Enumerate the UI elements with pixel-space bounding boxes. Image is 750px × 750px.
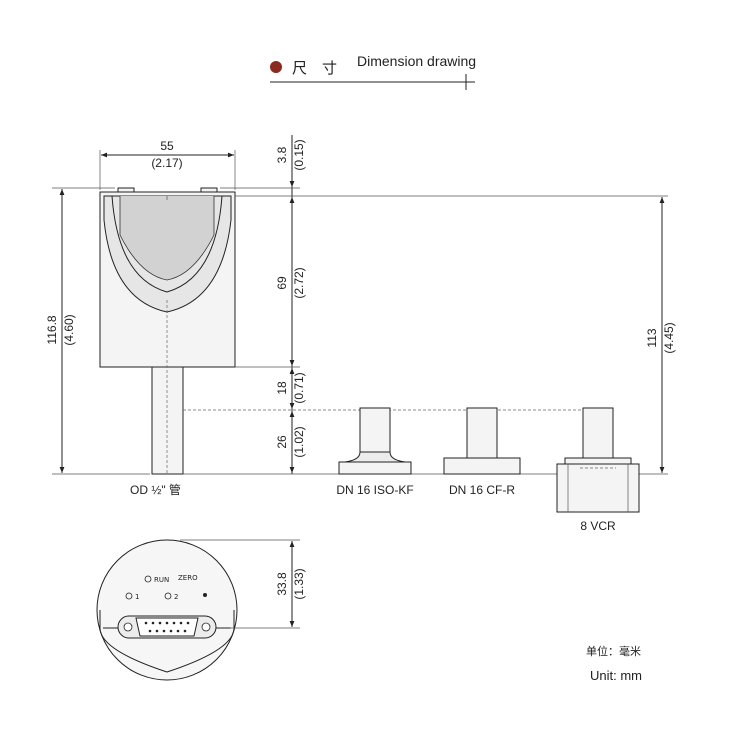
svg-text:55: 55	[160, 139, 174, 153]
svg-text:(2.17): (2.17)	[151, 156, 182, 170]
svg-text:ZERO: ZERO	[178, 574, 198, 582]
sensor-bottom-view: RUN ZERO 1 2 33.8 (1.33)	[96, 539, 306, 681]
bullet-icon	[270, 61, 282, 73]
svg-text:(0.15): (0.15)	[292, 139, 306, 170]
tube-fitting	[151, 366, 184, 475]
svg-text:1: 1	[135, 593, 139, 601]
zero-button-icon	[203, 593, 207, 597]
svg-text:69: 69	[275, 276, 289, 290]
svg-text:(0.71): (0.71)	[292, 372, 306, 403]
header-en-title: Dimension drawing	[357, 53, 476, 69]
overall-height-dimension: 113 (4.45)	[645, 197, 676, 473]
header: 尺 寸 Dimension drawing	[270, 53, 476, 90]
bottom-outline	[96, 539, 238, 681]
total-height-dimension: 116.8 (4.60)	[45, 187, 150, 475]
svg-text:RUN: RUN	[154, 576, 169, 584]
label-vcr: 8 VCR	[580, 519, 616, 533]
svg-text:18: 18	[275, 381, 289, 395]
label-cf-r: DN 16 CF-R	[449, 483, 515, 497]
svg-text:113: 113	[645, 328, 659, 347]
sensor-side-view: OD ½" 管	[99, 187, 236, 497]
fitting-iso-kf: DN 16 ISO-KF	[336, 407, 414, 497]
svg-text:(4.45): (4.45)	[662, 322, 676, 353]
svg-text:2: 2	[174, 593, 178, 601]
svg-text:(2.72): (2.72)	[292, 267, 306, 298]
svg-text:116.8: 116.8	[45, 315, 59, 344]
header-cn-title: 尺 寸	[292, 60, 337, 77]
svg-text:26: 26	[275, 435, 289, 449]
fitting-vcr: 8 VCR	[556, 407, 640, 533]
fitting-cf-r: DN 16 CF-R	[443, 407, 521, 497]
units-cn: 单位：毫米	[586, 644, 641, 658]
units-note: 单位：毫米 Unit: mm	[586, 644, 642, 683]
run-led-icon	[144, 575, 152, 583]
label-od-tube: OD ½" 管	[130, 482, 181, 497]
svg-text:(1.02): (1.02)	[292, 426, 306, 457]
led-2-icon	[164, 592, 172, 600]
led-1-icon	[125, 592, 133, 600]
svg-text:3.8: 3.8	[275, 146, 289, 163]
dsub-connector-icon	[117, 615, 217, 639]
svg-text:(4.60): (4.60)	[62, 314, 76, 345]
svg-text:(1.33): (1.33)	[292, 568, 306, 599]
svg-text:33.8: 33.8	[275, 572, 289, 596]
label-iso-kf: DN 16 ISO-KF	[336, 483, 413, 497]
width-dimension: 55 (2.17)	[99, 139, 236, 190]
units-en: Unit: mm	[590, 668, 642, 683]
